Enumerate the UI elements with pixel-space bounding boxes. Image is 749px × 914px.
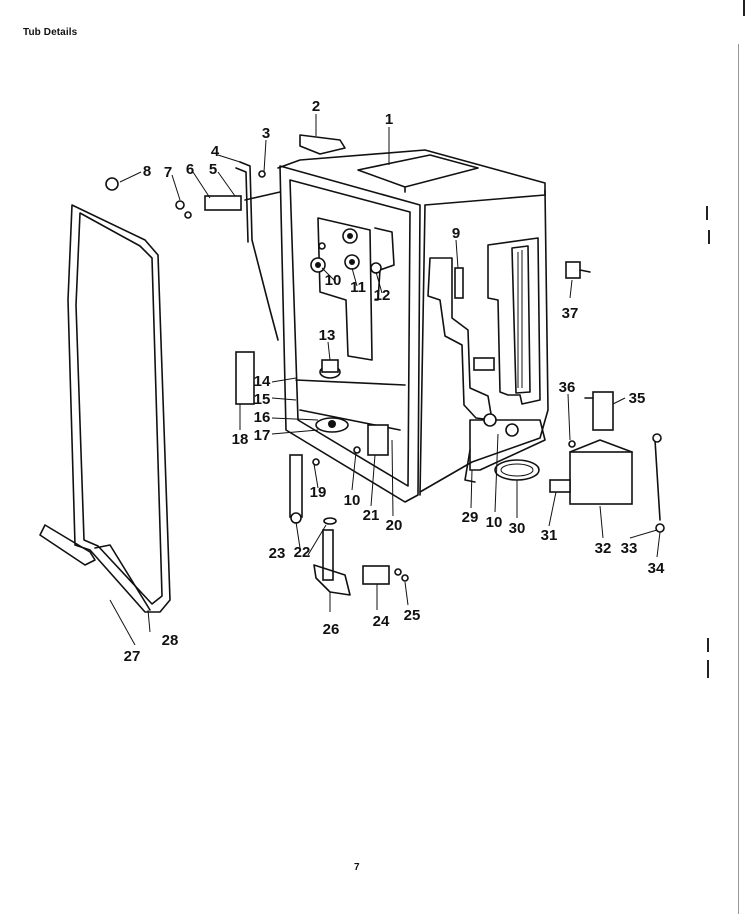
page-heading: Tub Details xyxy=(23,27,78,38)
callout-5: 5 xyxy=(209,161,217,178)
callout-28: 28 xyxy=(162,632,179,649)
callout-33: 33 xyxy=(621,540,638,557)
callout-22: 22 xyxy=(294,544,311,561)
callout-8: 8 xyxy=(143,163,151,180)
callout-21: 21 xyxy=(363,507,380,524)
hinge-rod xyxy=(239,161,279,341)
callout-16: 16 xyxy=(254,409,271,426)
leader-lines xyxy=(109,114,661,646)
callout-10-right: 10 xyxy=(486,514,503,531)
callout-36: 36 xyxy=(559,379,576,396)
callout-15: 15 xyxy=(254,391,271,408)
page-number: 7 xyxy=(354,862,360,873)
callout-3: 3 xyxy=(262,125,270,142)
callout-19: 19 xyxy=(310,484,327,501)
callout-30: 30 xyxy=(509,520,526,537)
callout-37: 37 xyxy=(562,305,579,322)
callout-32: 32 xyxy=(595,540,612,557)
callout-13: 13 xyxy=(319,327,336,344)
scan-mark xyxy=(743,0,745,16)
callout-14: 14 xyxy=(254,373,271,390)
scan-mark xyxy=(706,206,708,220)
scan-mark xyxy=(738,44,739,914)
scan-mark xyxy=(707,660,709,678)
callout-17: 17 xyxy=(254,427,271,444)
tub-body xyxy=(277,149,591,503)
bottom-components xyxy=(235,351,665,596)
callout-35: 35 xyxy=(629,390,646,407)
callout-9: 9 xyxy=(452,225,460,242)
callout-18: 18 xyxy=(232,431,249,448)
callout-10-lower: 10 xyxy=(344,492,361,509)
callout-34: 34 xyxy=(648,560,665,577)
callout-26: 26 xyxy=(323,621,340,638)
callout-10-upper: 10 xyxy=(325,272,342,289)
callout-labels: 1 2 3 4 5 6 7 8 9 10 11 12 13 14 15 16 1… xyxy=(124,98,665,665)
top-hardware xyxy=(105,134,346,219)
callout-12: 12 xyxy=(374,287,391,304)
callout-27: 27 xyxy=(124,648,141,665)
callout-6: 6 xyxy=(186,161,194,178)
callout-4: 4 xyxy=(211,143,220,160)
callout-7: 7 xyxy=(164,164,172,181)
callout-1: 1 xyxy=(385,111,393,128)
callout-31: 31 xyxy=(541,527,558,544)
scan-mark xyxy=(707,638,709,652)
callout-23: 23 xyxy=(269,545,286,562)
scan-mark xyxy=(708,230,710,244)
door-gasket xyxy=(39,204,171,613)
callout-24: 24 xyxy=(373,613,390,630)
callout-20: 20 xyxy=(386,517,403,534)
callout-25: 25 xyxy=(404,607,421,624)
callout-29: 29 xyxy=(462,509,479,526)
callout-2: 2 xyxy=(312,98,320,115)
callout-11: 11 xyxy=(350,279,366,296)
